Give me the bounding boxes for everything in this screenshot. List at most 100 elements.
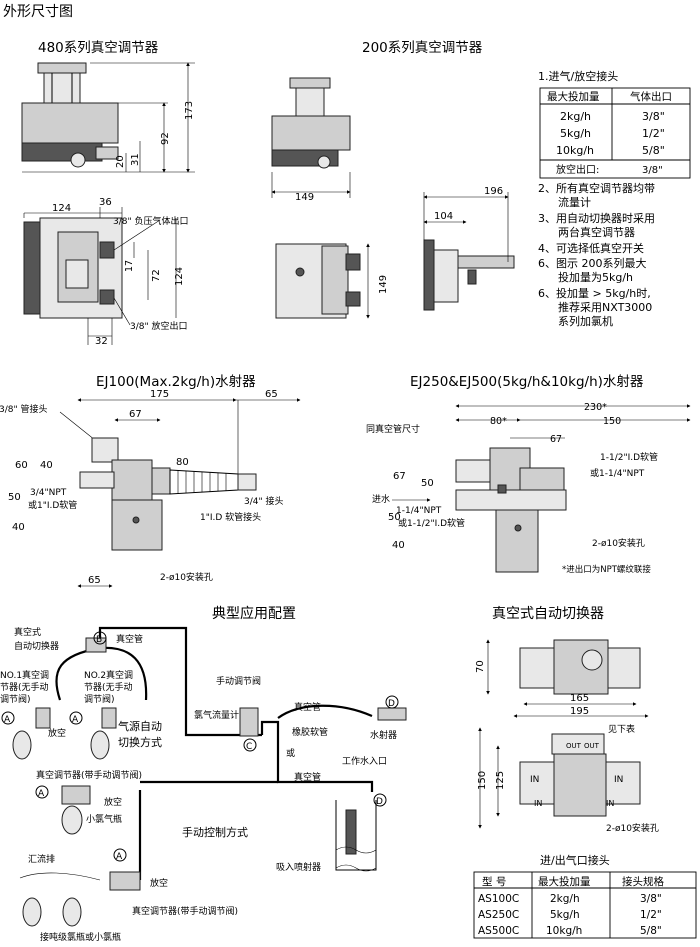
spec-row-0-0: 2kg/h bbox=[560, 110, 591, 123]
cfg-small-bottle: 小氯气瓶 bbox=[86, 813, 122, 825]
r480-d31: 31 bbox=[130, 153, 141, 166]
marker-a1: A bbox=[4, 715, 11, 725]
ej250-d80: 80* bbox=[490, 416, 507, 427]
spec-table: 1.进气/放空接头 最大投加量 气体出口 2kg/h 3/8" 5kg/h 1/… bbox=[538, 69, 691, 328]
regulator-480-drawing: 480系列真空调节器 173 92 20 31 124 36 bbox=[21, 40, 195, 347]
switcher-in2: IN bbox=[614, 775, 623, 785]
switcher-see: 见下表 bbox=[608, 723, 635, 735]
ej250-soft-left: 或1-1/2"I.D软管 bbox=[398, 517, 465, 529]
sw-r0-2: 3/8" bbox=[640, 893, 662, 905]
sw-r2-1: 10kg/h bbox=[546, 925, 582, 937]
ej100-d175: 175 bbox=[150, 389, 169, 400]
cfg-no2a: NO.2真空调 bbox=[84, 669, 133, 681]
switcher-d195: 195 bbox=[570, 706, 589, 717]
ej250-in: 进水 bbox=[372, 493, 390, 505]
ej250-drawing: EJ250&EJ500(5kg/h&10kg/h)水射器 230* 80* 15… bbox=[366, 374, 691, 575]
marker-a3: A bbox=[38, 789, 45, 799]
marker-d2: D bbox=[376, 797, 383, 807]
ej100-d65a: 65 bbox=[265, 389, 278, 400]
cfg-no2c: 调节阀) bbox=[84, 694, 115, 705]
r480-d124a: 124 bbox=[52, 203, 71, 214]
ej250-d50a: 50 bbox=[421, 478, 434, 489]
switcher-in3: IN bbox=[534, 799, 542, 808]
page-title: 外形尺寸图 bbox=[3, 4, 73, 20]
ej100-d60: 60 bbox=[15, 460, 28, 471]
ej100-id: 1"I.D 软管接头 bbox=[200, 511, 261, 523]
switcher-holes: 2-ø10安装孔 bbox=[606, 822, 659, 834]
cfg-flowmeter: 氯气流量计 bbox=[194, 709, 239, 721]
ej100-pipe: 3/8" 管接头 bbox=[0, 403, 48, 415]
r480-d36: 36 bbox=[99, 197, 112, 208]
note-5: 6、图示 200系列最大 bbox=[538, 256, 647, 270]
spec-row-2-0: 10kg/h bbox=[556, 144, 594, 157]
ej100-d65b: 65 bbox=[88, 575, 101, 586]
r480-d20: 20 bbox=[115, 155, 126, 168]
switcher-d125: 125 bbox=[495, 771, 506, 790]
ej250-d67a: 67 bbox=[550, 434, 562, 445]
marker-a2: A bbox=[72, 715, 79, 725]
note-2: 3、用自动切换器时采用 bbox=[538, 211, 655, 225]
marker-b: B bbox=[96, 635, 102, 645]
ej250-note: *进出口为NPT螺纹联接 bbox=[562, 564, 651, 575]
sw-th-1: 最大投加量 bbox=[538, 875, 591, 888]
cfg-rubber: 橡胶软管 bbox=[292, 726, 328, 738]
ej100-d80: 80 bbox=[176, 457, 189, 468]
ej250-d230: 230* bbox=[584, 402, 607, 413]
r480-vent-label: 3/8" 放空出口 bbox=[130, 320, 188, 332]
switcher-title: 真空式自动切换器 bbox=[492, 605, 604, 622]
ej250-holes: 2-ø10安装孔 bbox=[592, 537, 645, 549]
config-title: 典型应用配置 bbox=[212, 605, 296, 622]
cfg-vent3: 放空 bbox=[150, 877, 168, 889]
marker-a4: A bbox=[116, 852, 123, 862]
cfg-vent2: 放空 bbox=[104, 796, 122, 808]
spec-row-0-1: 3/8" bbox=[642, 110, 665, 123]
ej100-outlet: 3/4" 接头 bbox=[244, 495, 284, 507]
cfg-manual-mode: 手动控制方式 bbox=[182, 825, 248, 839]
switcher-d150: 150 bbox=[477, 771, 488, 790]
ej250-same: 同真空管尺寸 bbox=[366, 423, 420, 435]
regulator-200-drawing: 200系列真空调节器 149 149 196 104 bbox=[271, 40, 515, 319]
ej250-d50b: 50 bbox=[388, 512, 401, 523]
cfg-manual-valve: 手动调节阀 bbox=[216, 675, 261, 687]
spec-row-1-0: 5kg/h bbox=[560, 127, 591, 140]
sw-th-0: 型 号 bbox=[482, 875, 506, 888]
cfg-no1b: 节器(无手动 bbox=[0, 681, 49, 693]
spec-row-2-1: 5/8" bbox=[642, 144, 665, 157]
note-7: 6、投加量 > 5kg/h时, bbox=[538, 286, 651, 300]
cfg-no1c: 调节阀) bbox=[0, 694, 31, 705]
cfg-no1a: NO.1真空调 bbox=[0, 669, 49, 681]
note-3: 两台真空调节器 bbox=[558, 225, 635, 239]
sw-r2-2: 5/8" bbox=[640, 925, 662, 937]
config-diagram: 典型应用配置 B A A C D D A bbox=[0, 605, 407, 943]
ej250-npt-left: 1-1/4"NPT bbox=[396, 506, 442, 516]
cfg-vac-pipe-b: 真空管 bbox=[116, 633, 143, 645]
cfg-reg-manual: 真空调节器(带手动调节阀) bbox=[36, 769, 142, 781]
spec-heading: 1.进气/放空接头 bbox=[538, 69, 618, 83]
r200-d196: 196 bbox=[484, 186, 503, 197]
r480-d173: 173 bbox=[184, 101, 195, 120]
ej100-title: EJ100(Max.2kg/h)水射器 bbox=[96, 374, 256, 390]
sw-r0-0: AS100C bbox=[478, 893, 519, 905]
cfg-auto-b: 切换方式 bbox=[118, 735, 162, 749]
ej250-d67b: 67 bbox=[393, 471, 406, 482]
switcher-d165: 165 bbox=[570, 693, 589, 704]
cfg-water-in: 工作水入口 bbox=[342, 755, 387, 767]
ej100-d67: 67 bbox=[129, 409, 142, 420]
cfg-or: 或 bbox=[286, 747, 295, 759]
sw-r1-0: AS250C bbox=[478, 909, 519, 921]
r480-title: 480系列真空调节器 bbox=[38, 40, 159, 56]
cfg-vent1: 放空 bbox=[48, 727, 66, 739]
ej250-soft: 1-1/2"I.D软管 bbox=[600, 451, 658, 463]
r200-title: 200系列真空调节器 bbox=[362, 40, 483, 56]
r480-d32: 32 bbox=[95, 336, 108, 347]
ej250-d150: 150 bbox=[603, 416, 621, 427]
ej100-hose: 或1"I.D软管 bbox=[28, 499, 77, 511]
r200-d149a: 149 bbox=[295, 192, 314, 203]
cfg-manifold: 汇流排 bbox=[28, 853, 55, 865]
r480-d92: 92 bbox=[160, 132, 171, 145]
note-4: 4、可选择低真空开关 bbox=[538, 241, 644, 255]
cfg-reg-manual2: 真空调节器(带手动调节阀) bbox=[132, 905, 238, 917]
cfg-switcher2: 自动切换器 bbox=[14, 640, 59, 652]
sw-r2-0: AS500C bbox=[478, 925, 519, 937]
cfg-vac-pipe-c: 真空管 bbox=[294, 701, 321, 713]
